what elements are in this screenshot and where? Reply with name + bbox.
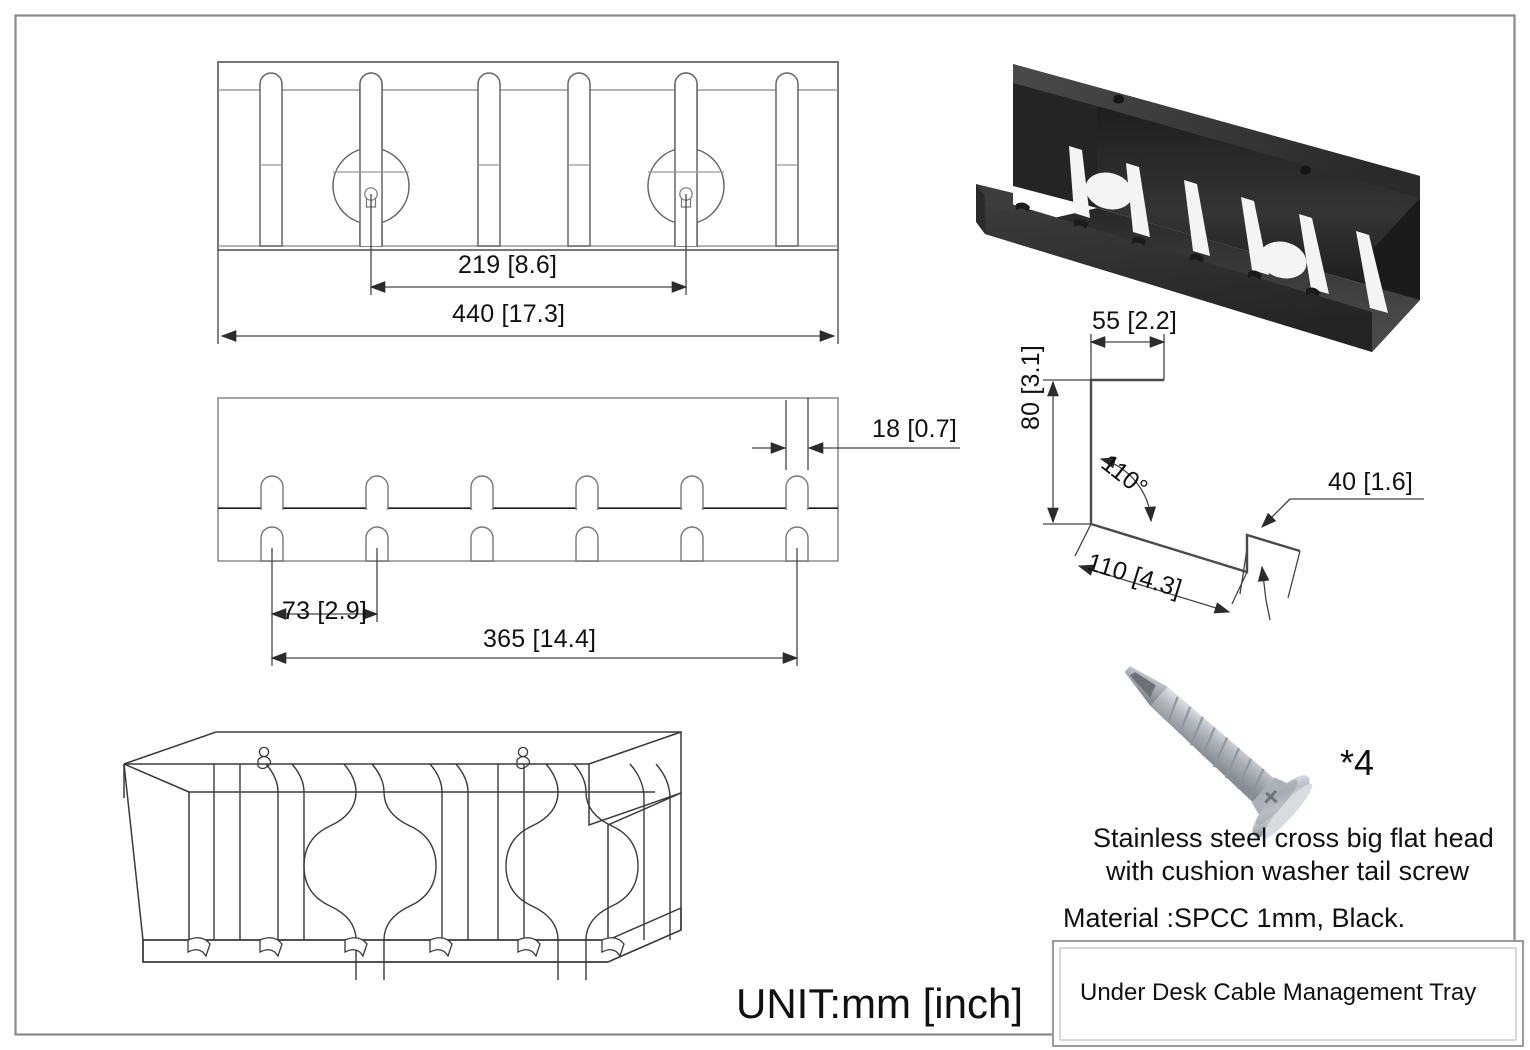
dim-slot-span: 365 [14.4]	[483, 625, 597, 653]
top-view	[217, 61, 839, 251]
front-view-dimensions	[270, 398, 960, 666]
page-border	[14, 14, 1516, 1036]
unit-note: UNIT:mm [inch]	[736, 980, 1024, 1027]
dim-top-flange: 55 [2.2]	[1092, 307, 1177, 335]
title-block-text: Under Desk Cable Management Tray	[1080, 979, 1477, 1006]
isometric-render	[976, 64, 1420, 352]
isometric-wireframe	[123, 730, 682, 980]
title-block	[1052, 940, 1524, 1047]
top-view-dimensions	[217, 194, 839, 344]
material-note: Material :SPCC 1mm, Black.	[1063, 903, 1406, 933]
top-view-slots	[259, 72, 799, 247]
dim-overall-length: 440 [17.3]	[452, 300, 566, 328]
front-view	[217, 397, 839, 562]
dim-lip-length: 40 [1.6]	[1328, 468, 1413, 496]
keyhole-slot-right	[647, 72, 725, 247]
dim-web-height: 80 [3.1]	[1017, 345, 1045, 430]
screw-quantity: *4	[1340, 742, 1375, 783]
screw-description-line1: Stainless steel cross big flat head	[1093, 823, 1494, 853]
section-profile	[1043, 334, 1424, 621]
screw-description-line2: with cushion washer tail screw	[1106, 856, 1470, 886]
dim-slot-width: 18 [0.7]	[872, 415, 957, 443]
dim-first-slot-offset: 73 [2.9]	[282, 597, 367, 625]
dim-keyhole-spacing: 219 [8.6]	[458, 251, 558, 279]
screw-illustration	[1124, 666, 1313, 840]
keyhole-slot-left	[332, 72, 410, 247]
